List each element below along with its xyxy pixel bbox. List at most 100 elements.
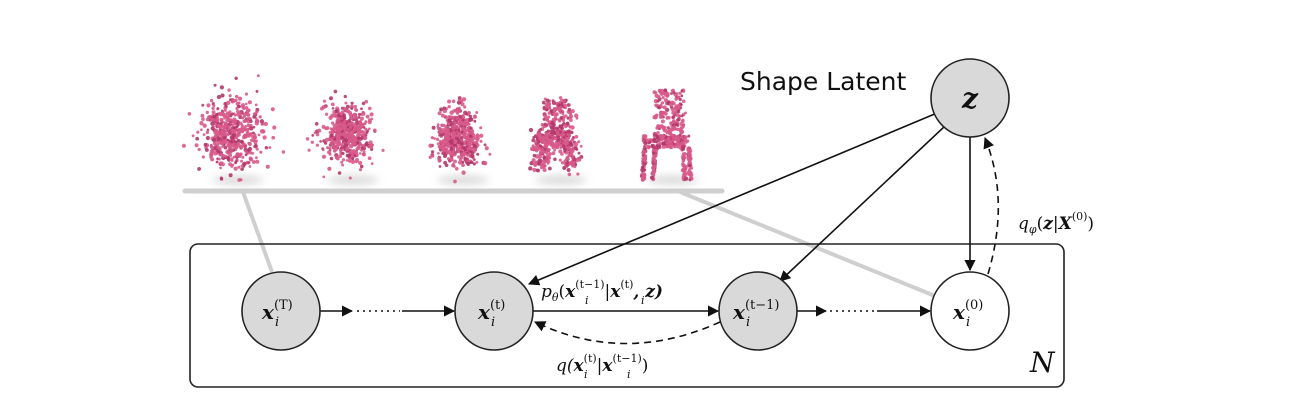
point — [657, 125, 661, 129]
point — [219, 133, 224, 138]
point — [217, 146, 222, 151]
point — [342, 106, 347, 111]
point — [343, 94, 347, 99]
point — [359, 164, 364, 169]
point — [224, 139, 228, 142]
point — [680, 94, 684, 98]
point — [538, 154, 543, 159]
point — [248, 157, 254, 162]
point — [467, 118, 472, 123]
point — [562, 132, 566, 136]
point — [237, 96, 243, 101]
point — [570, 143, 574, 147]
point — [666, 126, 670, 130]
point — [328, 146, 332, 150]
point — [467, 122, 471, 126]
point — [569, 118, 573, 122]
point — [674, 106, 679, 111]
point — [461, 118, 465, 122]
point — [213, 83, 217, 87]
point — [683, 138, 687, 142]
point — [229, 139, 234, 144]
point — [640, 167, 645, 173]
point — [232, 128, 235, 132]
point — [254, 103, 258, 107]
p-theta-x1: x — [564, 282, 576, 302]
point — [528, 127, 534, 133]
point — [226, 124, 230, 128]
point — [220, 109, 224, 113]
point — [447, 149, 452, 153]
point — [345, 159, 349, 162]
point — [672, 101, 676, 106]
point — [436, 123, 440, 126]
point — [661, 141, 666, 146]
point — [313, 131, 317, 135]
point — [205, 130, 210, 135]
point — [329, 141, 333, 145]
point — [226, 151, 230, 155]
point — [479, 139, 483, 143]
point — [217, 125, 221, 129]
svg-text:qφ(z|X(0)): qφ(z|X(0)) — [1018, 210, 1094, 236]
point — [465, 135, 470, 140]
point — [651, 171, 655, 176]
point — [655, 126, 659, 130]
point — [210, 126, 215, 131]
point — [245, 108, 251, 113]
point — [466, 154, 469, 157]
point — [550, 142, 554, 146]
point — [665, 116, 670, 120]
point — [461, 163, 465, 168]
point — [222, 120, 225, 124]
point — [364, 133, 368, 137]
point — [660, 101, 665, 105]
point — [352, 113, 357, 117]
point — [345, 144, 349, 148]
qphi-close: ) — [1087, 214, 1094, 234]
point — [450, 152, 455, 157]
p-theta-comma-z: , z) — [632, 282, 663, 302]
point — [258, 115, 262, 119]
point — [566, 168, 571, 172]
point — [235, 125, 239, 129]
point — [206, 103, 211, 108]
point — [461, 170, 466, 175]
point — [350, 139, 355, 143]
point — [463, 105, 467, 109]
point — [247, 100, 252, 105]
point — [575, 116, 579, 120]
point — [226, 100, 231, 105]
point — [428, 143, 433, 148]
point — [534, 163, 538, 167]
point — [355, 126, 359, 130]
point — [479, 126, 483, 130]
point — [244, 102, 248, 106]
point — [259, 150, 263, 154]
point — [225, 115, 229, 119]
point — [560, 161, 565, 165]
point — [239, 178, 243, 182]
point — [268, 146, 272, 149]
point — [227, 88, 231, 92]
point — [551, 122, 556, 127]
point — [565, 121, 570, 126]
point — [364, 142, 369, 147]
point — [237, 128, 241, 132]
point — [536, 133, 539, 137]
point — [439, 133, 443, 137]
shape-latent-title: Shape Latent — [740, 67, 907, 96]
node-x-T-sub: i — [275, 315, 279, 330]
point — [345, 104, 350, 109]
node-x-0: x(0) i — [930, 271, 1010, 351]
point — [554, 144, 559, 150]
point — [454, 136, 460, 141]
point — [641, 157, 646, 161]
point — [577, 140, 581, 144]
point — [558, 149, 563, 154]
point — [322, 139, 326, 143]
point — [553, 157, 557, 162]
point — [484, 146, 489, 151]
point — [235, 101, 240, 106]
point — [359, 136, 364, 140]
